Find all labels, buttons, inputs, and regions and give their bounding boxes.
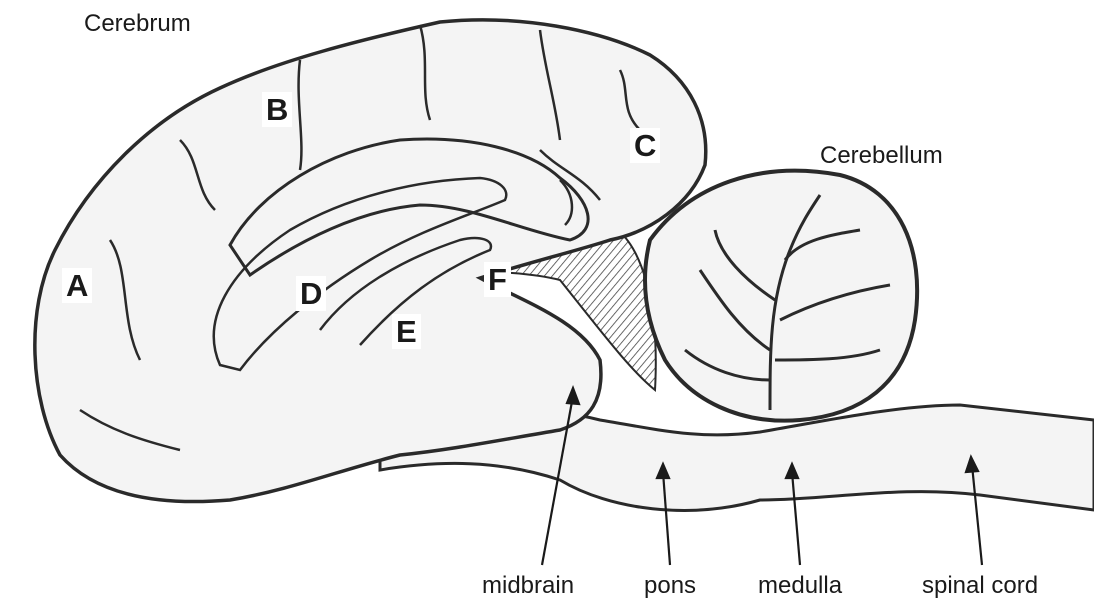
pons-label: pons: [644, 574, 696, 598]
region-label-f: F: [484, 262, 511, 297]
region-label-d: D: [296, 276, 326, 311]
spinal-cord-label: spinal cord: [922, 574, 1038, 598]
region-label-e: E: [392, 314, 421, 349]
midbrain-label: midbrain: [482, 574, 574, 598]
region-label-c: C: [630, 128, 660, 163]
cerebrum-label: Cerebrum: [84, 12, 191, 36]
region-label-b: B: [262, 92, 292, 127]
region-label-a: A: [62, 268, 92, 303]
cerebellum-label: Cerebellum: [820, 144, 943, 168]
medulla-label: medulla: [758, 574, 842, 598]
cerebellum-outline: [645, 171, 917, 421]
